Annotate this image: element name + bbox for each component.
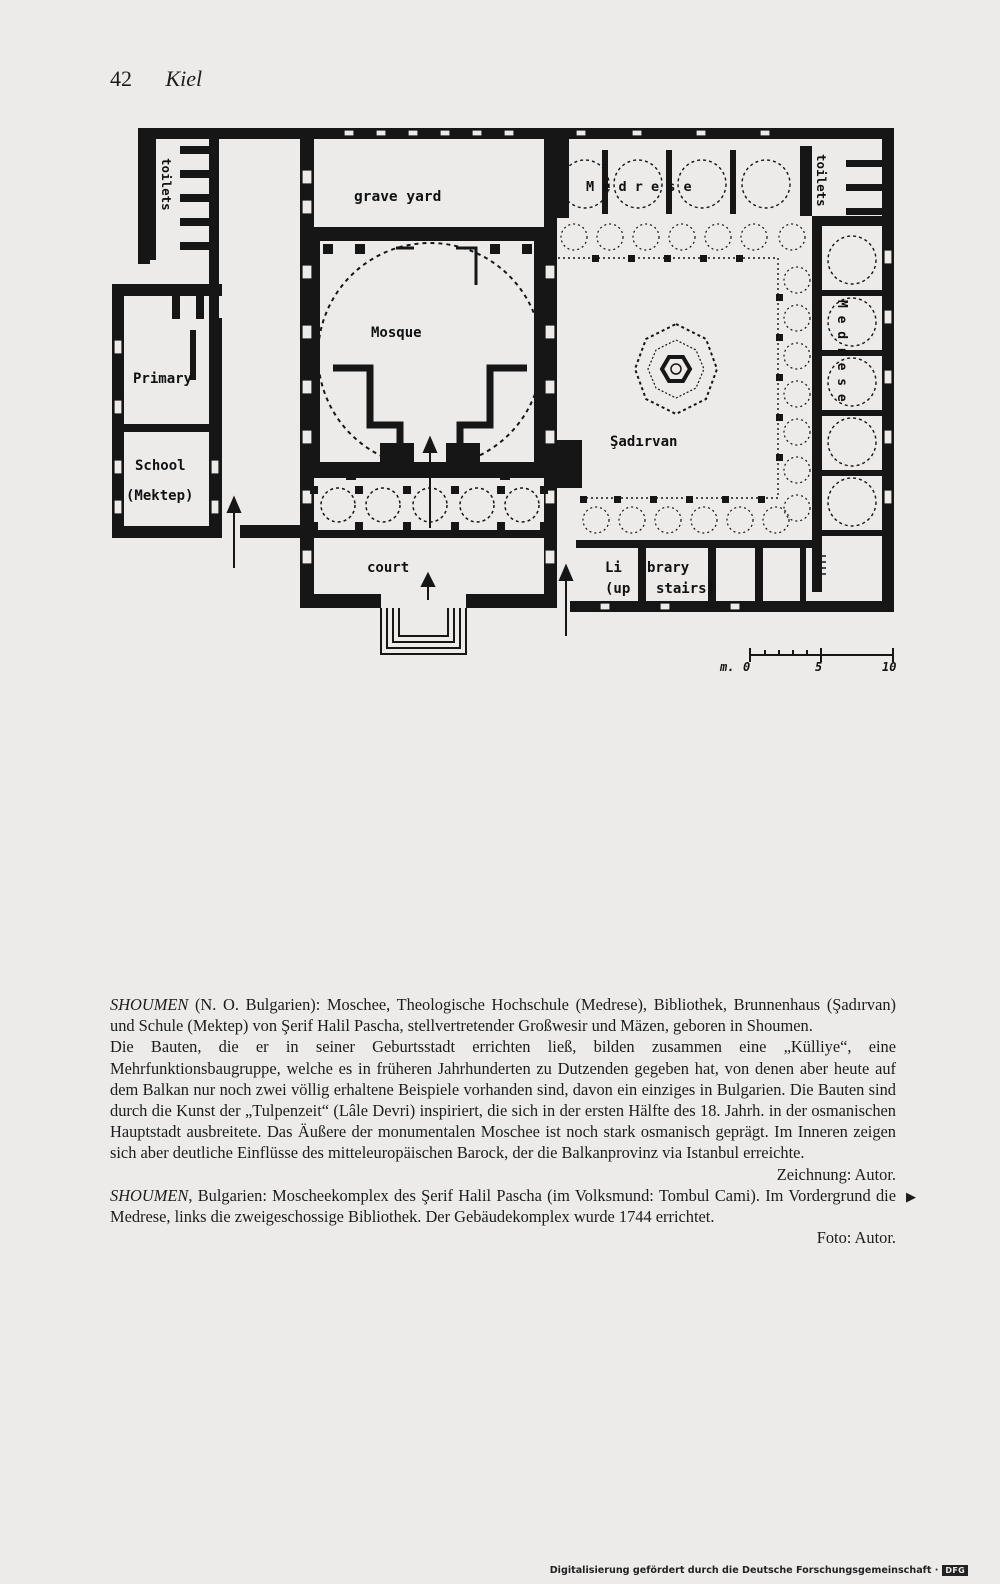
label-medrese-side: M e d r e s e bbox=[834, 300, 849, 402]
plan-windows bbox=[113, 129, 893, 611]
right-stairs bbox=[812, 555, 826, 575]
scale-unit: m. bbox=[719, 660, 734, 674]
scale-labels: m. 0 5 10 bbox=[719, 660, 896, 674]
label-mosque: Mosque bbox=[371, 325, 422, 341]
entrance-steps bbox=[380, 608, 467, 655]
label-library-2b: stairs) bbox=[656, 581, 715, 597]
mosque-interior bbox=[317, 242, 543, 468]
scale-tick-5: 5 bbox=[815, 660, 822, 674]
footer-credit: Digitalisierung gefördert durch die Deut… bbox=[550, 1565, 968, 1576]
pointer-triangle-icon: ▶ bbox=[906, 1188, 916, 1204]
dfg-logo: DFG bbox=[942, 1565, 968, 1576]
caption1-credit: Zeichnung: Autor. bbox=[776, 1164, 896, 1184]
floor-plan: m. 0 5 10 toilets toilets grave yard M e… bbox=[112, 128, 896, 674]
running-head-author: Kiel bbox=[165, 66, 203, 91]
caption1-paragraph2: Die Bauten, die er in seiner Geburtsstad… bbox=[110, 1037, 896, 1163]
medrese-cells bbox=[560, 159, 877, 527]
label-grave-yard: grave yard bbox=[354, 189, 441, 205]
sadirvan-fountain bbox=[633, 322, 719, 416]
caption2-lead: SHOUMEN bbox=[110, 1185, 189, 1205]
label-library-1b: brary bbox=[647, 560, 690, 576]
label-mektep: (Mektep) bbox=[126, 488, 193, 504]
label-court: court bbox=[367, 560, 409, 576]
label-primary: Primary bbox=[133, 371, 193, 387]
entry-arrows bbox=[226, 435, 574, 636]
label-library-2a: (up bbox=[605, 581, 630, 597]
label-medrese-top: M e d r e s e bbox=[586, 179, 692, 195]
portico-piers bbox=[310, 486, 548, 530]
scale-tick-10: 10 bbox=[882, 660, 896, 674]
mosque-piers bbox=[323, 244, 532, 480]
label-toilets-left: toilets bbox=[159, 158, 174, 211]
page-header: 42 Kiel bbox=[110, 66, 202, 92]
arcade-piers bbox=[580, 255, 783, 503]
label-library-1a: Li bbox=[605, 560, 622, 576]
footer-text: Digitalisierung gefördert durch die Deut… bbox=[549, 1565, 939, 1576]
scale-bar bbox=[749, 648, 894, 662]
caption1-paragraph1: SHOUMEN (N. O. Bulgarien): Moschee, Theo… bbox=[110, 994, 896, 1036]
caption-block: SHOUMEN (N. O. Bulgarien): Moschee, Theo… bbox=[110, 994, 916, 1248]
caption1-lead: SHOUMEN bbox=[110, 995, 189, 1014]
label-school: School bbox=[135, 458, 186, 474]
scale-tick-0: 0 bbox=[743, 660, 750, 674]
caption1-text1: (N. O. Bulgarien): Moschee, Theologische… bbox=[110, 995, 896, 1036]
room-labels: toilets toilets grave yard M e d r e s e… bbox=[126, 154, 849, 597]
page-number: 42 bbox=[110, 66, 132, 91]
caption2-text1: , Bulgarien: Moscheekomplex des Şerif Ha… bbox=[110, 1185, 896, 1227]
caption2-credit: Foto: Autor. bbox=[816, 1228, 896, 1248]
caption2-paragraph1: SHOUMEN, Bulgarien: Moscheekomplex des Ş… bbox=[110, 1185, 916, 1227]
label-toilets-right: toilets bbox=[814, 154, 829, 207]
label-sadirvan: Şadırvan bbox=[610, 434, 677, 450]
